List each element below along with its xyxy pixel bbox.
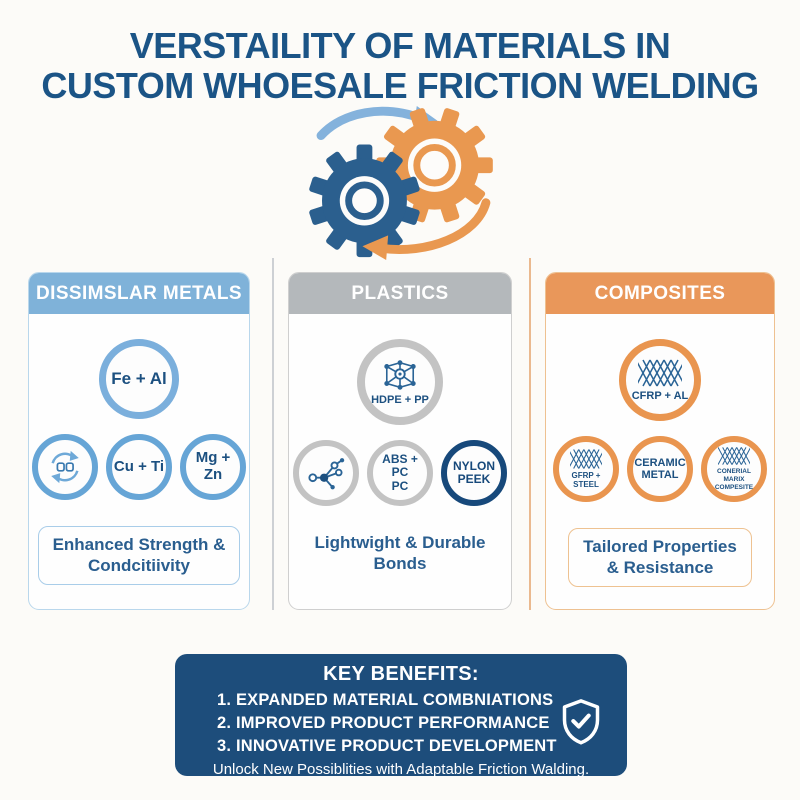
featured-circle-row: Fe + Al [29, 339, 249, 419]
molecule-lattice-icon [379, 358, 421, 392]
shield-check-icon [559, 698, 603, 746]
key-benefits-footer: Unlock New Possiblities with Adaptable F… [212, 761, 590, 778]
weave-icon [570, 448, 602, 470]
material-label: NYLON PEEK [453, 458, 495, 486]
material-label: CERAMIC METAL [634, 456, 686, 481]
weave-icon [718, 446, 750, 466]
column-caption-plastics: Lightwight & Durable Bonds [314, 533, 486, 574]
key-benefit-item-2: 2. IMPROVED PRODUCT PERFORMANCE [217, 714, 550, 732]
column-header-plastics: PLASTICS [289, 273, 511, 314]
material-circle-mg-zn: Mg + Zn [180, 434, 246, 500]
swap-arrows-icon [46, 448, 84, 486]
material-label: Mg + Zn [195, 449, 231, 483]
page-title: VERSTAILITY OF MATERIALS IN CUSTOM WHOES… [0, 25, 800, 107]
column-divider-right [529, 258, 531, 610]
key-benefits-title: KEY BENEFITS: [323, 663, 479, 685]
page-title-line1: VERSTAILITY OF MATERIALS IN [129, 25, 671, 66]
material-circle-polymer [293, 440, 359, 506]
column-header-composites: COMPOSITES [546, 273, 774, 314]
material-circle-fe-al: Fe + Al [99, 339, 179, 419]
material-circle-nylon-peek: NYLON PEEK [441, 440, 507, 506]
key-benefits-list: 1. EXPANDED MATERIAL COMBNIATIONS 2. IMP… [175, 689, 627, 758]
material-label: CONERIAL MARIX COMPESITE [714, 468, 754, 491]
gears-illustration [272, 104, 528, 262]
column-card-composites: COMPOSITES CFRP + AL GFRP + STEEL CERAMI… [545, 272, 775, 610]
weave-icon [638, 358, 682, 388]
column-divider-left [272, 258, 274, 610]
material-label: Cu + Ti [113, 457, 165, 475]
material-circle-matrix-composite: CONERIAL MARIX COMPESITE [701, 436, 767, 502]
page-title-line2: CUSTOM WHOESALE FRICTION WELDING [41, 65, 759, 107]
material-label: GFRP + STEEL [571, 471, 601, 489]
material-label: ABS + PC PC [382, 451, 418, 493]
material-label: HDPE + PP [371, 393, 429, 406]
column-header-dissimilar-metals: DISSIMSLAR METALS [29, 273, 249, 314]
key-benefits-panel: KEY BENEFITS: 1. EXPANDED MATERIAL COMBN… [175, 654, 627, 778]
molecule-branch-icon [306, 456, 346, 490]
material-circle-metal-swap [32, 434, 98, 500]
material-label: CFRP + AL [631, 389, 689, 402]
cycle-arrow-bottom-icon [362, 198, 491, 261]
material-circle-abs-pc: ABS + PC PC [367, 440, 433, 506]
material-circle-gfrp-steel: GFRP + STEEL [553, 436, 619, 502]
column-card-plastics: PLASTICS HDPE + PP ABS + PC PC NYLON PEE… [288, 272, 512, 610]
circle-row: ABS + PC PC NYLON PEEK [289, 440, 511, 506]
material-circle-cu-ti: Cu + Ti [106, 434, 172, 500]
material-label: Fe + Al [111, 369, 167, 389]
gears-icon [309, 105, 493, 261]
column-card-dissimilar-metals: DISSIMSLAR METALS Fe + Al Cu + Ti Mg + Z… [28, 272, 250, 610]
gear-blue-icon [309, 144, 420, 258]
material-circle-ceramic-metal: CERAMIC METAL [627, 436, 693, 502]
circle-row: Cu + Ti Mg + Zn [29, 434, 249, 500]
featured-circle-row: HDPE + PP [289, 339, 511, 425]
column-caption-composites: Tailored Properties & Resistance [568, 528, 752, 587]
material-circle-hdpe-pp: HDPE + PP [357, 339, 443, 425]
key-benefit-item-1: 1. EXPANDED MATERIAL COMBNIATIONS [217, 691, 554, 709]
material-circle-cfrp-al: CFRP + AL [619, 339, 701, 421]
circle-row: GFRP + STEEL CERAMIC METAL CONERIAL MARI… [546, 436, 774, 502]
column-caption-dissimilar-metals: Enhanced Strength & Condcitiivity [37, 526, 241, 585]
key-benefit-item-3: 3. INNOVATIVE PRODUCT DEVELOPMENT [217, 737, 557, 755]
featured-circle-row: CFRP + AL [546, 339, 774, 421]
